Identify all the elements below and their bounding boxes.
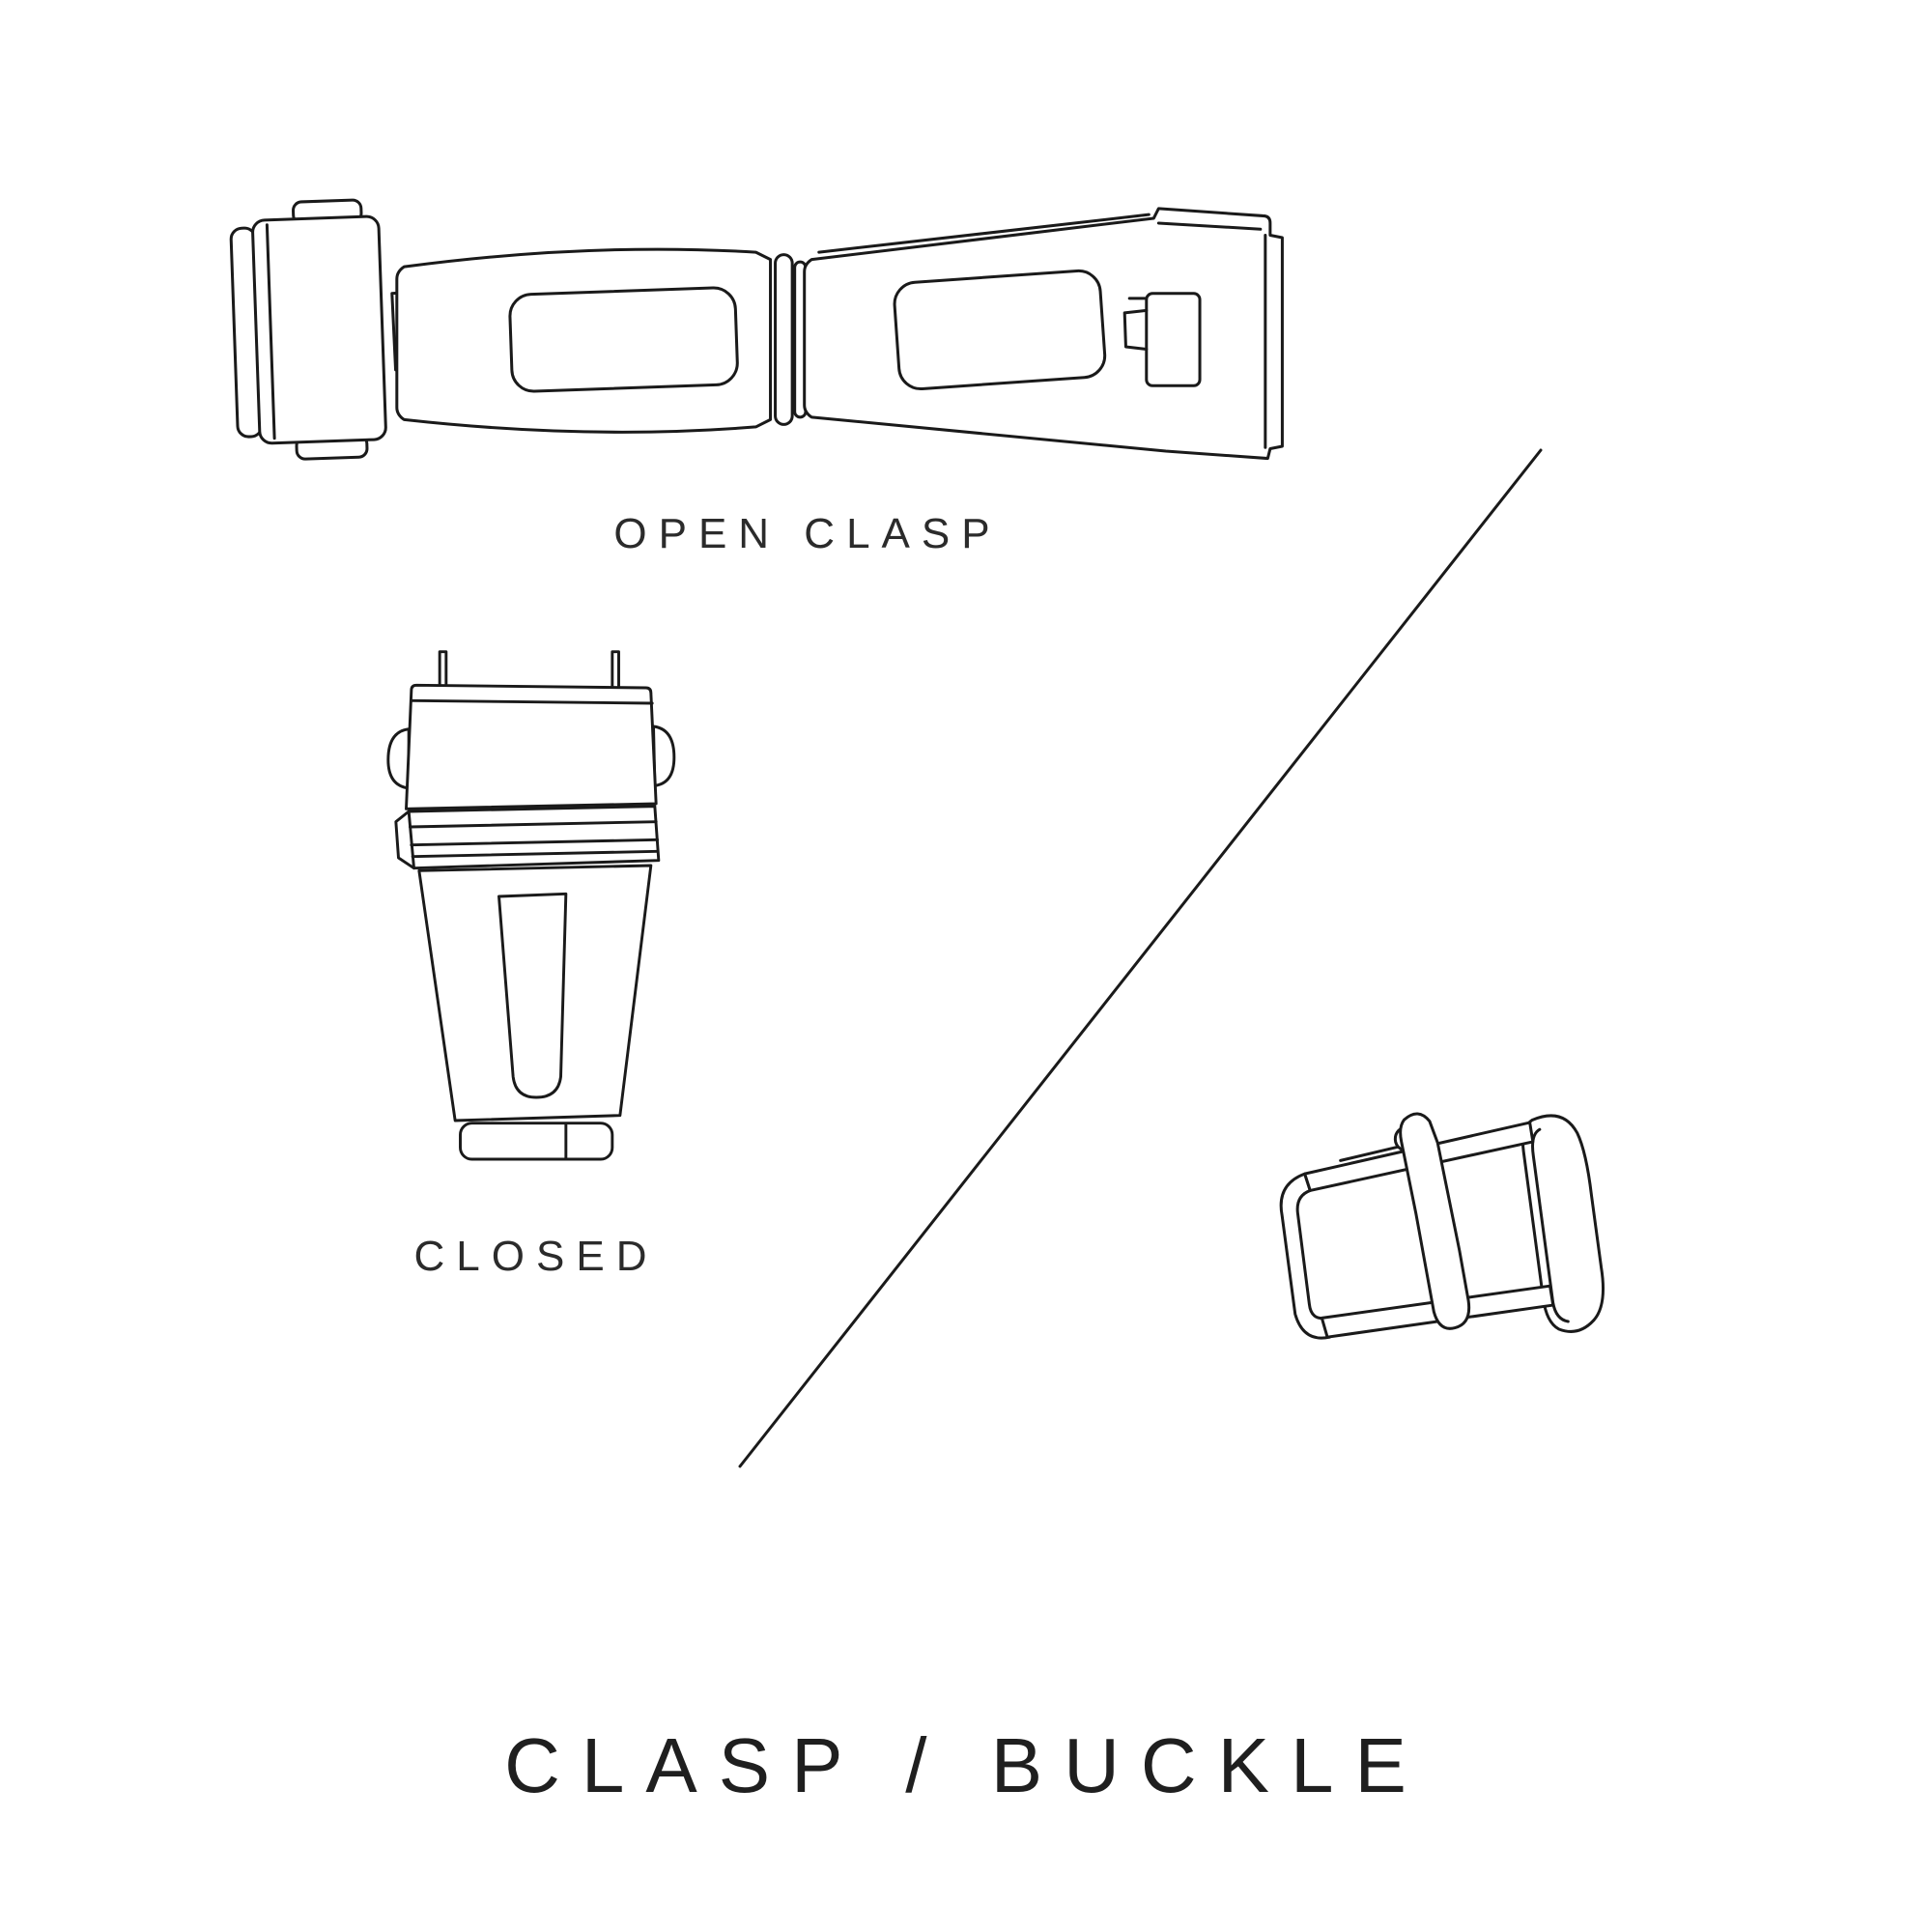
open-clasp-figure xyxy=(222,182,1299,493)
closed-clasp-label: CLOSED xyxy=(413,1233,659,1280)
closed-clasp-icon xyxy=(386,650,676,1161)
buckle-figure xyxy=(1227,1070,1637,1420)
open-clasp-icon xyxy=(229,198,1284,461)
open-clasp-label: OPEN CLASP xyxy=(613,510,1002,557)
page-title: CLASP / BUCKLE xyxy=(504,1722,1428,1808)
buckle-icon xyxy=(1279,1112,1605,1340)
closed-clasp-figure xyxy=(372,649,696,1190)
